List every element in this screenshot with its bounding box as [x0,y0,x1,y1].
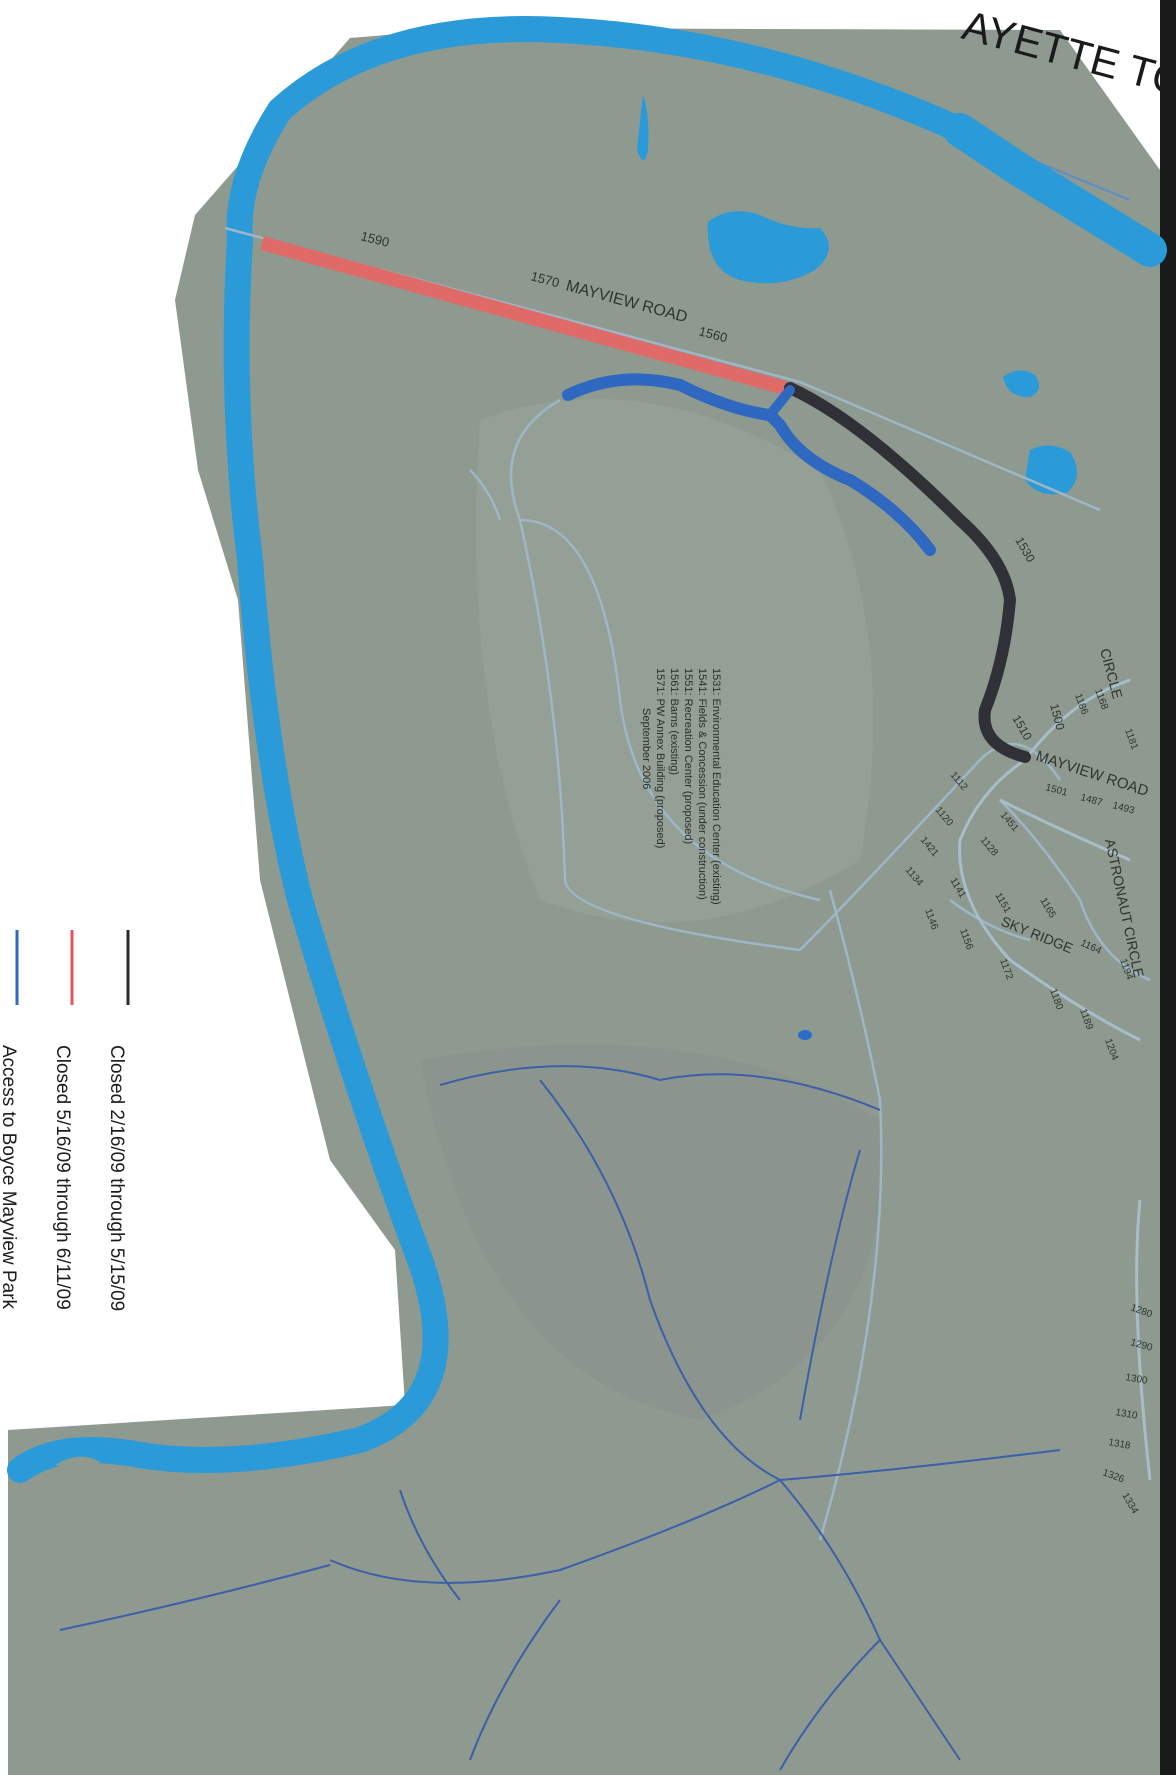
legend-label-closed-first: Closed 2/16/09 through 5/15/09 [106,1045,127,1311]
legend-label-closed-second: Closed 5/16/09 through 6/11/09 [52,1045,73,1310]
closure-red-mayview-road [260,236,787,395]
closure-black-mayview-road [784,382,1031,763]
svg-text:1541: Fields & Concession (und: 1541: Fields & Concession (under constru… [696,668,708,900]
streams [59,1065,1061,1771]
river-island [55,1456,100,1470]
svg-text:1561: Barns (existing): 1561: Barns (existing) [668,668,680,775]
road-number-1590: 1590 [359,228,391,250]
neighborhood-streets [958,678,1152,1481]
river [7,16,973,1483]
pond-narrow-north [637,95,649,160]
svg-text:1531: Environmental Education: 1531: Environmental Education Center (ex… [710,668,722,905]
facilities-note: 1531: Environmental Education Center (ex… [640,668,722,905]
svg-text:1551: Recreation Center (propo: 1551: Recreation Center (proposed) [682,668,694,844]
road-number-1570: 1570 [529,268,561,290]
pond-small-east [1003,370,1039,398]
access-route-blue [562,373,936,556]
road-number-1560: 1560 [697,323,729,345]
svg-text:1300: 1300 [1124,1372,1148,1387]
road-number-1500: 1500 [1047,702,1068,732]
pond-medium-east [1025,445,1078,495]
access-route-blue-spur [765,385,795,420]
pond-large [707,211,829,284]
legend: Closed 2/16/09 through 5/15/09 Closed 5/… [0,930,130,1311]
land-texture [420,1044,882,1420]
svg-text:1318: 1318 [1107,1437,1131,1452]
land-texture [476,398,874,923]
river-upper-branch [943,113,1167,267]
svg-text:1310: 1310 [1114,1407,1138,1422]
svg-text:1571: PW Annex Building (propo: 1571: PW Annex Building (proposed) [654,668,666,848]
svg-text:September 2006: September 2006 [640,708,652,789]
pond-tiny [798,1030,812,1040]
legend-label-access: Access to Boyce Mayview Park [0,1045,19,1309]
page-edge-bar [1160,0,1176,1775]
